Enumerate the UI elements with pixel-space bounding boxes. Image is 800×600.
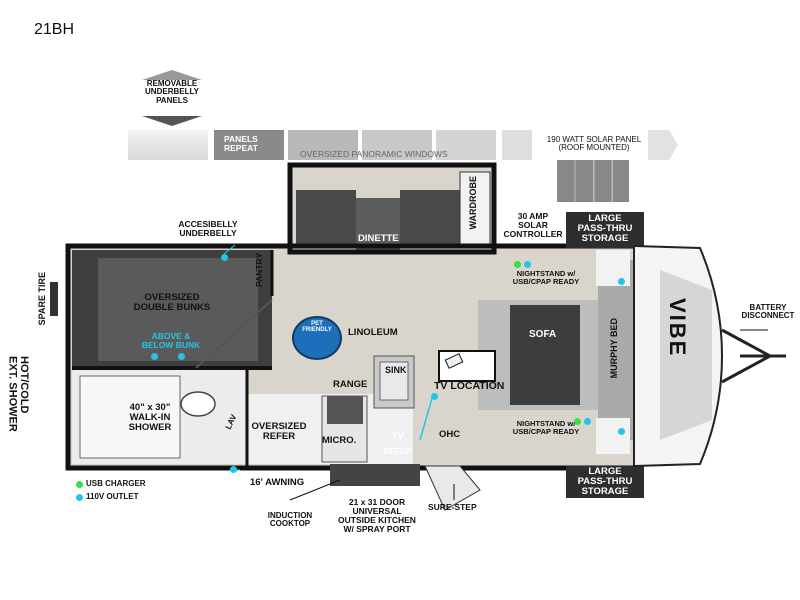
outside-kitchen-label: 21 x 31 DOOR UNIVERSAL OUTSIDE KITCHEN W… bbox=[338, 497, 416, 534]
range-label: RANGE bbox=[333, 379, 368, 390]
shower-label: 40" x 30" WALK-IN SHOWER bbox=[128, 402, 172, 433]
outlet-dot bbox=[584, 418, 591, 425]
storage-bottom-label: LARGE PASS-THRU STORAGE bbox=[577, 466, 633, 497]
sink-label: SINK bbox=[385, 365, 407, 375]
spare-tire-label: SPARE TIRE bbox=[37, 272, 47, 326]
paw-icon: 🐾 bbox=[306, 333, 326, 350]
outlet-icon bbox=[76, 494, 83, 501]
tv-label: TV bbox=[392, 431, 405, 442]
sure-step-label: SURE-STEP bbox=[428, 502, 477, 512]
usb-charger-icon bbox=[76, 481, 83, 488]
battery-disconnect-label: BATTERY DISCONNECT bbox=[741, 303, 795, 321]
model-title: 21BH bbox=[34, 21, 75, 38]
removable-underbelly-label: REMOVABLE UNDERBELLY PANELS bbox=[145, 79, 199, 105]
legend: USB CHARGER 110V OUTLET bbox=[76, 479, 186, 510]
usb-dot bbox=[514, 261, 521, 268]
outlet-dot bbox=[618, 428, 625, 435]
outlet-dot bbox=[431, 393, 438, 400]
usb-dot bbox=[574, 418, 581, 425]
pet-friendly-label: PET FRIENDLY bbox=[302, 321, 332, 334]
legend-usb-label: USB CHARGER bbox=[86, 479, 146, 488]
window-strip bbox=[128, 130, 688, 160]
legend-outlet-label: 110V OUTLET bbox=[86, 492, 139, 501]
solar-controller-label: 30 AMP SOLAR CONTROLLER bbox=[503, 211, 563, 239]
down-arrow-icon bbox=[142, 116, 202, 126]
outlet-dot bbox=[230, 466, 237, 473]
above-below-bunk-label: ABOVE & BELOW BUNK bbox=[141, 331, 201, 350]
awning-label: 16' AWNING bbox=[250, 477, 305, 488]
sofa-label: SOFA bbox=[529, 329, 557, 340]
nightstand-bottom-label: NIGHTSTAND w/ USB/CPAP READY bbox=[512, 419, 580, 436]
pet-friendly-badge: PET FRIENDLY 🐾 bbox=[292, 316, 342, 360]
accessible-underbelly-label: ACCESIBELLY UNDERBELLY bbox=[178, 219, 238, 238]
brand-logo: VIBE bbox=[665, 298, 691, 358]
bunks-label: OVERSIZED DOUBLE BUNKS bbox=[133, 292, 211, 313]
linoleum-label: LINOLEUM bbox=[348, 327, 398, 338]
windows-label: OVERSIZED PANORAMIC WINDOWS bbox=[300, 149, 448, 159]
solar-panel bbox=[557, 160, 629, 202]
micro-label: MICRO. bbox=[322, 435, 357, 446]
outlet-dot bbox=[178, 353, 185, 360]
panels-repeat-label: PANELS REPEAT bbox=[224, 134, 258, 153]
outlet-dot bbox=[151, 353, 158, 360]
pantry-label: PANTRY bbox=[254, 253, 264, 287]
up-arrow-icon bbox=[142, 70, 202, 80]
dinette-label: DINETTE bbox=[358, 233, 399, 244]
wardrobe-label: WARDROBE bbox=[468, 176, 478, 230]
solar-panel-label: 190 WATT SOLAR PANEL (ROOF MOUNTED) bbox=[546, 135, 642, 153]
ext-shower-label: HOT/COLD EXT. SHOWER bbox=[6, 356, 31, 432]
tv-refer-label: REFER bbox=[384, 447, 412, 456]
outlet-dot bbox=[221, 254, 228, 261]
induction-label: INDUCTION COOKTOP bbox=[267, 511, 313, 529]
refer-label: OVERSIZED REFER bbox=[251, 421, 307, 442]
nightstand-top-label: NIGHTSTAND w/ USB/CPAP READY bbox=[512, 269, 580, 286]
outlet-dot bbox=[618, 278, 625, 285]
storage-top-label: LARGE PASS-THRU STORAGE bbox=[577, 213, 633, 244]
outlet-dot bbox=[524, 261, 531, 268]
murphy-bed-label: MURPHY BED bbox=[609, 318, 619, 379]
ohc-label: OHC bbox=[439, 429, 461, 440]
tv-location-label: TV LOCATION bbox=[434, 380, 505, 392]
